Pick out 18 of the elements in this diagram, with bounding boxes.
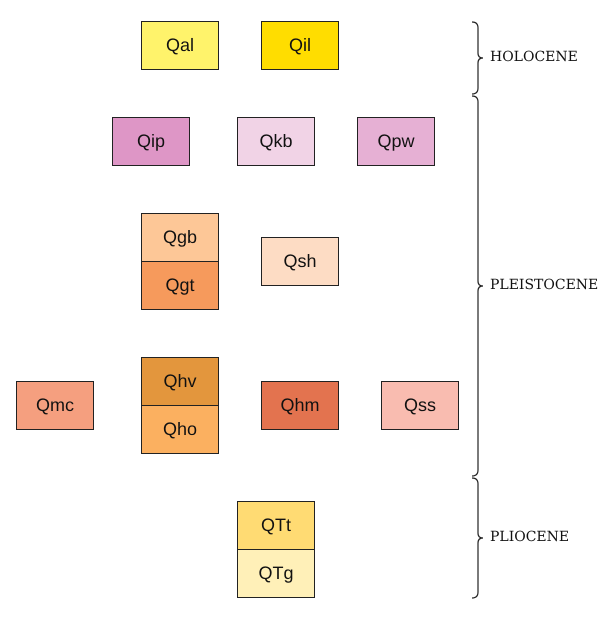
epoch-label: PLEISTOCENE bbox=[490, 277, 598, 293]
map-unit-box: Qgb bbox=[141, 213, 219, 262]
map-unit-box: QTt bbox=[237, 501, 315, 550]
map-unit-box: Qal bbox=[141, 21, 219, 70]
map-unit-box: QTg bbox=[237, 549, 315, 598]
map-unit-box: Qgt bbox=[141, 261, 219, 310]
map-unit-box: Qsh bbox=[261, 237, 339, 286]
epoch-label: PLIOCENE bbox=[490, 529, 570, 545]
map-unit-box: Qmc bbox=[16, 381, 94, 430]
map-unit-box: Qss bbox=[381, 381, 459, 430]
map-unit-box: Qhv bbox=[141, 357, 219, 406]
map-unit-box: Qpw bbox=[357, 117, 435, 166]
map-unit-box: Qkb bbox=[237, 117, 315, 166]
epoch-label: HOLOCENE bbox=[490, 49, 578, 65]
map-unit-box: Qip bbox=[112, 117, 190, 166]
map-unit-box: Qil bbox=[261, 21, 339, 70]
map-unit-box: Qho bbox=[141, 405, 219, 454]
map-unit-box: Qhm bbox=[261, 381, 339, 430]
